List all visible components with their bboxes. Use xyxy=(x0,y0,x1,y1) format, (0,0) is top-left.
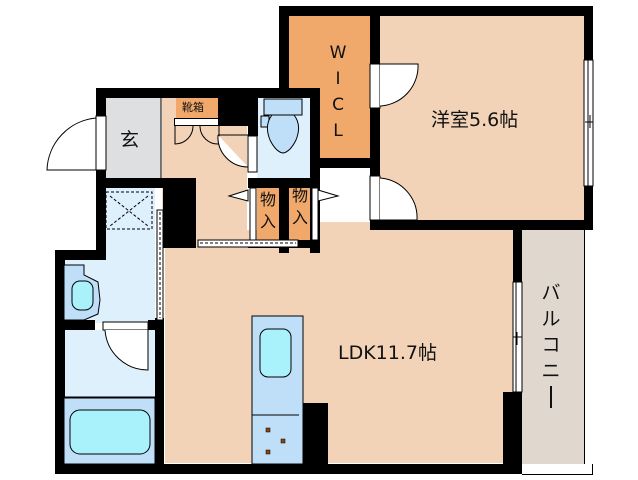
wall-toilet-left xyxy=(248,88,258,136)
wall-bedroom-left-mid xyxy=(370,108,380,176)
kitchen-column xyxy=(299,403,328,469)
wall-left-bath xyxy=(55,250,65,474)
wall-bedroom-right-top xyxy=(584,6,593,60)
room-washroom xyxy=(105,188,155,268)
balcony-label: バ ル コ ニ xyxy=(538,280,564,408)
bathroom-door-icon xyxy=(102,321,149,371)
wall-step-washroom xyxy=(55,250,106,260)
wall-washroom-bath-divider xyxy=(55,320,95,330)
wall-top-bedroom xyxy=(279,6,593,16)
wall-ldk-right-top xyxy=(513,228,522,282)
storage-left-label-top: 物 xyxy=(259,190,276,209)
washroom-sliding-door-icon xyxy=(156,209,164,321)
balcony-char-5 xyxy=(550,386,552,408)
toilet-door-icon xyxy=(217,134,258,173)
bathtub-icon xyxy=(63,396,156,465)
room-entrance xyxy=(105,97,161,179)
wall-wic-bottom xyxy=(318,158,380,168)
wall-bedroom-bottom xyxy=(370,220,593,230)
wall-bedroom-left xyxy=(370,6,380,64)
wic-letter-w: W xyxy=(329,43,347,63)
wall-bottom xyxy=(55,464,522,474)
wall-storage-divider xyxy=(279,178,289,253)
entrance-label: 玄 xyxy=(120,129,140,151)
balcony-char-1: バ xyxy=(541,282,561,304)
wic-letter-c: C xyxy=(332,95,344,115)
bedroom-door-icon xyxy=(369,175,418,221)
storage-doors-icon xyxy=(227,187,340,241)
wall-bedroom-right-bottom xyxy=(584,186,593,230)
balcony-char-2: ル xyxy=(541,308,561,330)
wall-toilet-right xyxy=(310,88,320,253)
entrance-door-icon xyxy=(46,115,107,171)
balcony xyxy=(522,229,585,467)
room-bedroom xyxy=(380,15,584,222)
storage-right-label: 物 入 xyxy=(288,185,312,229)
wall-ldk-right-bottom xyxy=(503,392,522,474)
storage-left-label-bottom: 入 xyxy=(259,212,276,231)
storage-right-label-bottom: 入 xyxy=(291,208,308,227)
ldk-window-icon xyxy=(512,281,523,393)
kitchen-counter-icon xyxy=(251,315,304,465)
shoe-box xyxy=(176,97,218,118)
bedroom-window-icon xyxy=(583,59,594,187)
balcony-railing xyxy=(522,464,593,475)
washing-machine-space-icon xyxy=(105,191,153,230)
wall-top-entry xyxy=(96,88,318,98)
storage-right-label-top: 物 xyxy=(291,186,308,205)
wall-entrance-bottom xyxy=(96,178,196,188)
wall-left-entrance-lower xyxy=(96,170,106,252)
wic-letter-i: I xyxy=(335,69,341,89)
wall-column-hall xyxy=(163,178,196,248)
toilet-icon xyxy=(260,98,303,154)
stove-burners-icon xyxy=(265,427,286,455)
bedroom-label: 洋室5.6帖 xyxy=(431,109,519,131)
room-ldk xyxy=(165,230,513,463)
wall-shoebox-right xyxy=(218,88,248,126)
room-storage-right xyxy=(289,188,311,240)
shoebox-label: 靴箱 xyxy=(182,101,204,114)
wic-door-icon xyxy=(369,63,419,109)
room-storage-left xyxy=(257,188,279,240)
wall-washroom-bath-divider-right xyxy=(148,320,164,330)
storage-left-label: 物 入 xyxy=(256,189,280,233)
balcony-char-4: ニ xyxy=(541,360,561,382)
balcony-char-3: コ xyxy=(541,334,561,356)
wash-basin-icon xyxy=(63,264,101,321)
wic-label: W I C L xyxy=(328,40,348,144)
wall-left-wic xyxy=(279,6,289,98)
ldk-label: LDK11.7帖 xyxy=(338,342,437,364)
wall-washroom-right xyxy=(155,318,164,474)
wic-letter-l: L xyxy=(333,121,343,141)
wall-left-entrance xyxy=(96,88,106,116)
hall-sliding-door-icon xyxy=(197,239,299,248)
shoebox-door-icon xyxy=(174,125,220,145)
